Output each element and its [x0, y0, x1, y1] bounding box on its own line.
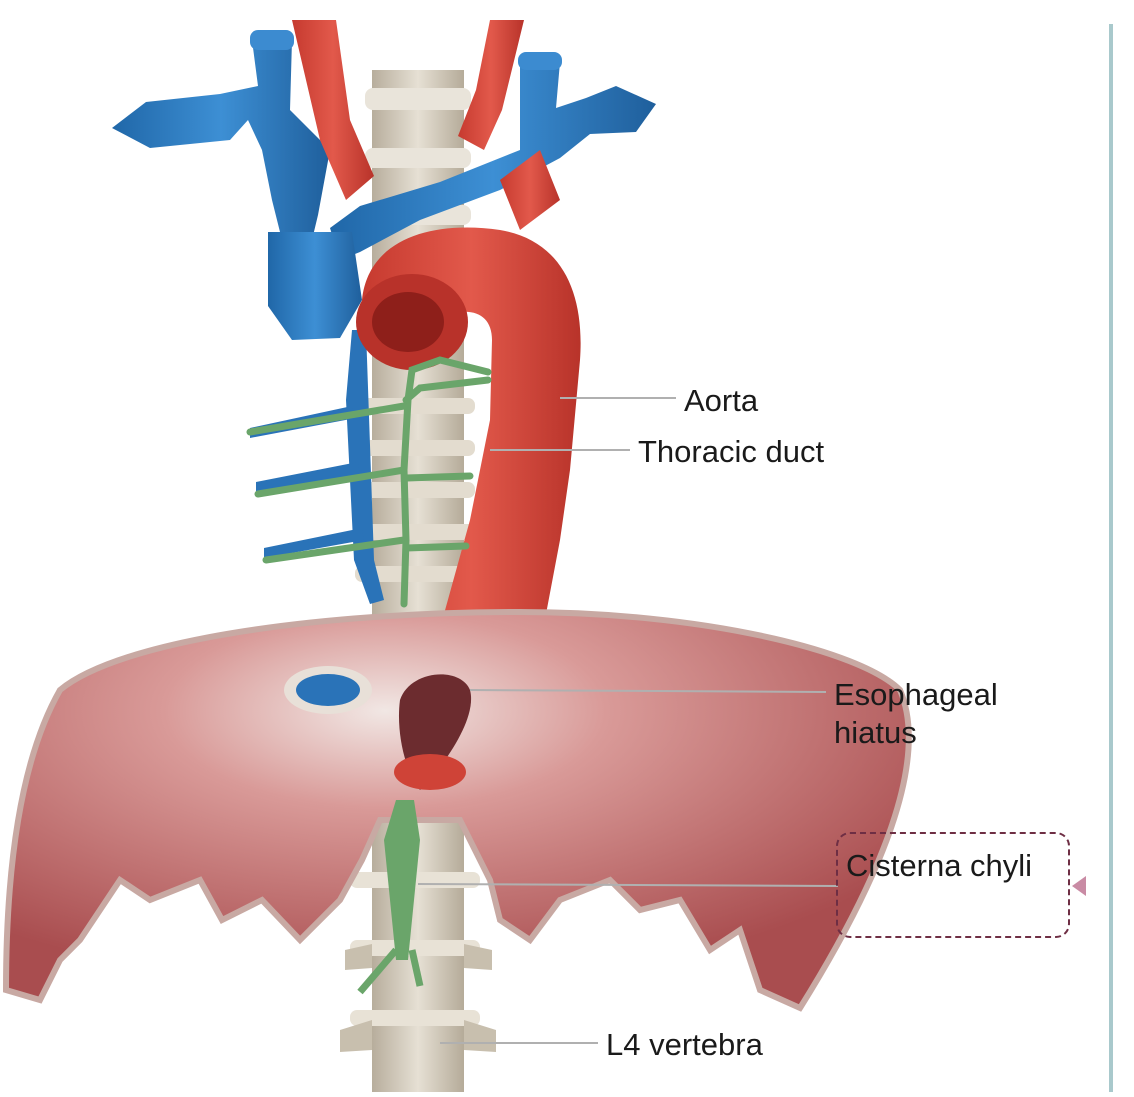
label-l4-vertebra: L4 vertebra — [606, 1026, 763, 1064]
label-aorta: Aorta — [684, 382, 758, 420]
label-esophageal-hiatus: Esophageal hiatus — [834, 676, 998, 752]
pointer-arrow-icon — [1072, 876, 1086, 896]
side-divider — [1109, 24, 1113, 1092]
label-thoracic-duct: Thoracic duct — [638, 433, 824, 471]
label-cisterna-chyli: Cisterna chyli — [846, 847, 1032, 885]
